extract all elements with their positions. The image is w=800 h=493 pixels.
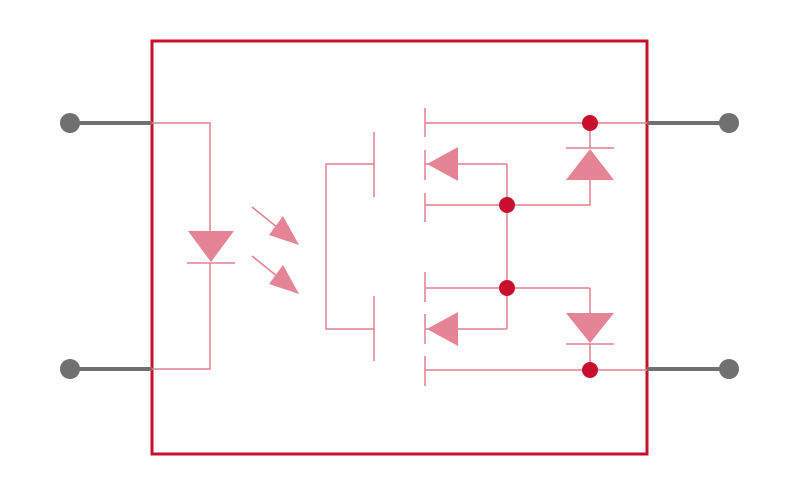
photo-arrow-upper-head (269, 216, 299, 245)
pin-2[interactable] (60, 359, 152, 379)
pin-3[interactable] (647, 113, 739, 133)
pin-3-terminal[interactable] (719, 113, 739, 133)
mosfet-upper (424, 108, 647, 222)
gate-bracket (325, 163, 374, 330)
pin-4[interactable] (647, 359, 739, 379)
led-wire-bottom (152, 263, 211, 370)
led-symbol (188, 231, 234, 262)
body-diode-lower-symbol (566, 313, 614, 343)
pin-1[interactable] (60, 113, 152, 133)
photo-arrow-lower (251, 255, 299, 294)
pin-1-terminal[interactable] (60, 113, 80, 133)
body-diode-lower (566, 288, 614, 370)
input-led (152, 122, 235, 370)
junction-dot (499, 280, 515, 296)
led-wire-top (152, 122, 211, 231)
body-diode-upper (566, 123, 614, 180)
junction-dot (582, 362, 598, 378)
body-diode-upper-symbol (566, 149, 614, 180)
mosfet-lower (424, 272, 647, 386)
photo-arrow-upper (251, 206, 299, 245)
junction-dot (582, 115, 598, 131)
pin-4-terminal[interactable] (719, 359, 739, 379)
mosfet-upper-arrow (427, 147, 458, 181)
photo-arrow-lower-head (269, 265, 299, 294)
pin-2-terminal[interactable] (60, 359, 80, 379)
mosfet-lower-arrow (427, 312, 458, 346)
gate-network (325, 132, 375, 361)
package-outline (150, 39, 649, 456)
junction-dot (499, 197, 515, 213)
mosfet-upper-source (425, 178, 591, 206)
